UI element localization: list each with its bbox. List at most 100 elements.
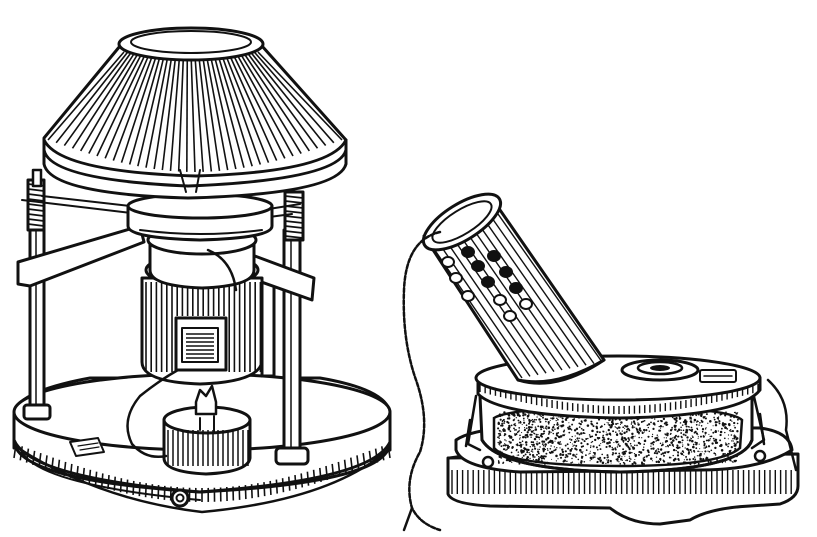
grit-speck — [682, 434, 685, 436]
grit-speck — [705, 439, 708, 442]
cylinder-hole — [503, 310, 517, 322]
grit-speck — [569, 452, 572, 455]
grit-speck — [535, 458, 538, 461]
grit-speck — [564, 433, 566, 435]
grit-speck — [574, 439, 577, 441]
grit-speck — [674, 418, 677, 421]
grit-speck — [724, 452, 726, 455]
grit-speck — [594, 456, 596, 458]
grit-speck — [591, 423, 594, 426]
grit-speck — [567, 447, 570, 450]
grit-speck — [559, 437, 561, 439]
grit-speck — [518, 422, 520, 424]
grit-speck — [516, 431, 519, 434]
power-cable-right — [402, 230, 798, 532]
grit-speck — [596, 448, 599, 451]
grit-speck — [506, 417, 509, 420]
grit-speck — [561, 420, 564, 424]
grit-speck — [615, 431, 617, 433]
grit-speck — [628, 451, 632, 455]
grit-speck — [714, 423, 718, 427]
grit-speck — [568, 438, 571, 441]
grit-speck — [653, 423, 656, 426]
hatch-line — [284, 220, 304, 224]
grit-speck — [666, 462, 668, 464]
hatch-line — [44, 455, 48, 470]
grit-speck — [661, 452, 665, 455]
hatch-line — [476, 221, 579, 368]
grit-speck — [700, 435, 702, 438]
grit-speck — [528, 451, 530, 454]
grit-speck — [576, 432, 579, 435]
grit-speck — [611, 453, 614, 456]
hatch-line — [205, 51, 229, 171]
grit-speck — [714, 438, 718, 442]
grit-speck — [710, 429, 712, 431]
grit-speck — [622, 441, 625, 443]
grit-speck — [518, 444, 521, 447]
grit-speck — [523, 429, 526, 432]
grit-speck — [665, 423, 668, 427]
grit-speck — [683, 459, 685, 461]
grit-speck — [654, 437, 657, 440]
hatch-line — [137, 51, 166, 167]
grit-speck — [534, 447, 537, 450]
grit-speck — [559, 424, 561, 426]
grit-speck — [499, 450, 501, 453]
grit-speck — [532, 458, 535, 461]
grit-speck — [727, 445, 729, 448]
grit-speck — [571, 457, 573, 460]
cylinder-hole — [481, 276, 495, 288]
grit-speck — [551, 458, 553, 460]
grit-speck — [693, 418, 697, 422]
grit-speck — [551, 462, 553, 465]
grit-speck — [650, 421, 652, 424]
grit-speck — [574, 435, 576, 437]
hatch-line — [216, 51, 253, 167]
grit-speck — [558, 426, 560, 428]
grit-speck — [673, 436, 676, 439]
grit-speck — [714, 446, 717, 450]
grit-speck — [619, 457, 623, 461]
grit-speck — [505, 440, 507, 442]
hatch-line — [362, 453, 366, 468]
grit-speck — [669, 437, 672, 441]
grit-speck — [671, 437, 674, 439]
grit-speck — [519, 420, 522, 423]
grit-speck — [560, 443, 562, 445]
grit-speck — [682, 421, 685, 423]
grit-speck — [722, 424, 725, 427]
grit-speck — [540, 415, 543, 418]
grit-speck — [689, 420, 693, 423]
grit-speck — [542, 450, 545, 453]
grit-speck — [677, 458, 680, 461]
grit-speck — [504, 432, 506, 435]
grit-speck — [616, 459, 619, 462]
grit-speck — [582, 439, 584, 441]
grit-speck — [527, 456, 529, 459]
grit-speck — [707, 439, 710, 442]
grit-speck — [719, 444, 722, 448]
cylinder-hole — [499, 266, 513, 278]
grit-speck — [561, 453, 565, 456]
grit-speck — [519, 443, 523, 447]
drum-hub — [126, 192, 274, 242]
grit-speck — [713, 452, 716, 455]
grit-speck — [624, 455, 626, 457]
grit-speck — [715, 441, 719, 445]
grit-speck — [608, 419, 611, 422]
grit-speck — [576, 453, 578, 455]
grit-speck — [610, 423, 613, 427]
grit-speck — [527, 458, 529, 461]
grit-speck — [595, 446, 598, 449]
grit-speck — [524, 413, 527, 416]
grit-speck — [696, 461, 698, 464]
grit-speck — [566, 460, 568, 462]
grit-speck — [631, 451, 633, 454]
grit-speck — [656, 434, 659, 436]
grit-speck — [581, 452, 584, 454]
hatch-line — [112, 51, 155, 161]
grit-speck — [521, 456, 523, 459]
hatch-line — [257, 51, 343, 141]
base-knob — [170, 488, 190, 508]
